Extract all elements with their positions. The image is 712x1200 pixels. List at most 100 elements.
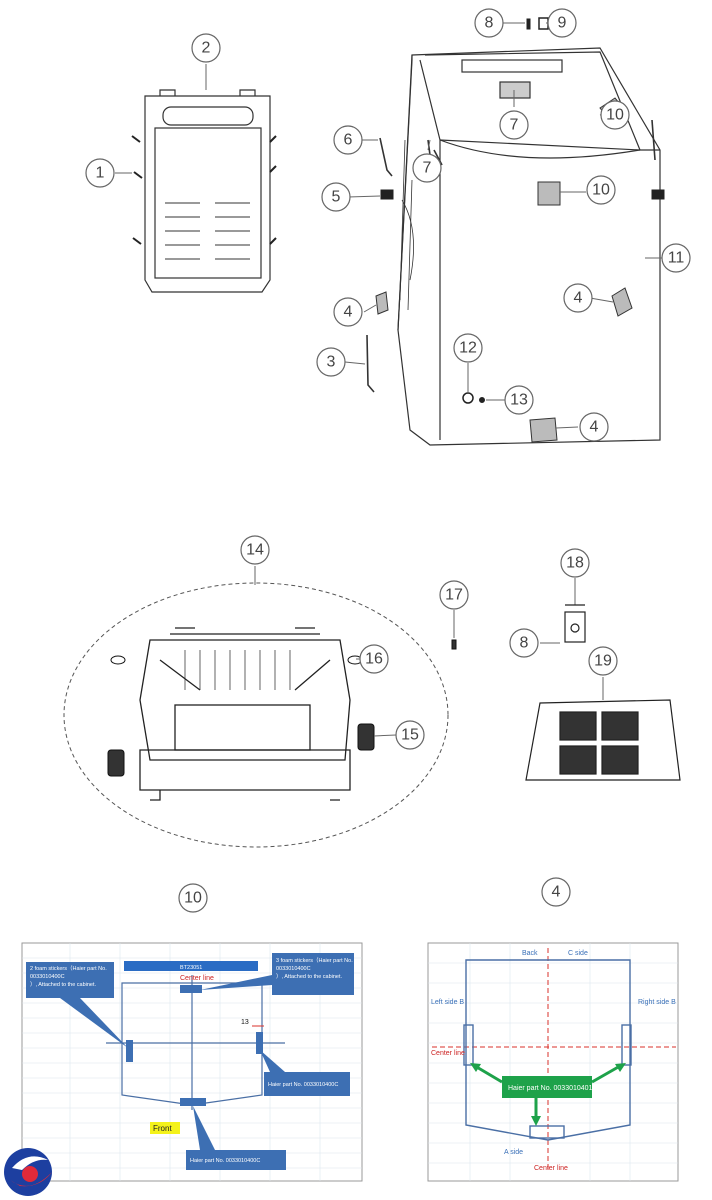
screw-icons <box>131 135 277 245</box>
detail-right <box>427 942 679 1182</box>
callout-number: 4 <box>552 884 561 901</box>
detail-left-text: 2 foam stickers（Haier part No. 003301040… <box>30 957 353 1164</box>
c-side-label: C side <box>568 950 588 957</box>
callout-number: 4 <box>574 290 583 307</box>
callout-c9: 9 <box>547 8 577 38</box>
callout-circle <box>191 33 221 63</box>
a-side-label: A side <box>504 1149 523 1156</box>
callout-circle <box>178 883 208 913</box>
callout-c10b: 10 <box>586 175 616 205</box>
callout-c7b: 7 <box>412 153 442 183</box>
callout-c18: 18 <box>560 548 590 578</box>
callout-c4c: 4 <box>579 412 609 442</box>
callout-number: 8 <box>520 635 529 652</box>
note-right: Haier part No. 0033010400C <box>268 1082 338 1088</box>
callout-number: 8 <box>485 15 494 32</box>
dimension-label: 13 <box>241 1019 249 1026</box>
callout-c12: 12 <box>453 333 483 363</box>
detail-right-text: Back C side Left side B Right side B Cen… <box>431 950 676 1172</box>
callout-number: 17 <box>445 587 463 604</box>
callout-circle <box>85 158 115 188</box>
cabinet <box>397 47 661 446</box>
callout-circle <box>600 100 630 130</box>
note-bottom: Haier part No. 0033010400C <box>190 1158 260 1164</box>
callout-circle <box>316 347 346 377</box>
right-side-label: Right side B <box>638 999 676 1006</box>
callout-circle <box>588 646 618 676</box>
callout-c16: 16 <box>359 644 389 674</box>
callout-c4a: 4 <box>333 297 363 327</box>
callout-circle <box>504 385 534 415</box>
callout-number: 15 <box>401 727 419 744</box>
callout-circle <box>333 125 363 155</box>
callout-c7a: 7 <box>499 110 529 140</box>
callout-circle <box>474 8 504 38</box>
callout-number: 11 <box>668 250 685 267</box>
callout-circle <box>560 548 590 578</box>
callout-number: 6 <box>344 132 353 149</box>
callout-c11: 11 <box>661 243 691 273</box>
callout-circle <box>586 175 616 205</box>
callout-c10a: 10 <box>600 100 630 130</box>
callout-c4d: 4 <box>541 877 571 907</box>
back-panel <box>144 89 271 293</box>
note-top-right-line3: ）, Attached to the cabinet. <box>276 973 343 980</box>
callout-number: 7 <box>423 160 432 177</box>
callout-c8b: 8 <box>509 628 539 658</box>
callout-circle <box>547 8 577 38</box>
detail-left <box>21 942 363 1182</box>
callout-c8a: 8 <box>474 8 504 38</box>
callout-circle <box>499 110 529 140</box>
callout-number: 3 <box>327 354 336 371</box>
note-top-left-line3: ）, Attached to the cabinet. <box>30 981 97 988</box>
note-top-left-line1: 2 foam stickers（Haier part No. <box>30 965 107 972</box>
center-line-label: Center line <box>180 975 214 982</box>
foam-pad-shapes <box>375 97 633 443</box>
header-text: BT23051 <box>180 965 202 971</box>
callout-number: 14 <box>246 542 264 559</box>
note-top-right-line2: 0033010400C <box>276 966 311 972</box>
callout-circle <box>395 720 425 750</box>
callout-number: 7 <box>510 117 519 134</box>
callout-c5: 5 <box>321 182 351 212</box>
leader-lines <box>115 22 662 429</box>
callout-number: 12 <box>459 340 477 357</box>
callout-c3: 3 <box>316 347 346 377</box>
part-label: Haier part No. 0033010401Z <box>508 1085 597 1092</box>
callout-circle <box>412 153 442 183</box>
callout-circle <box>240 535 270 565</box>
callout-c17: 17 <box>439 580 469 610</box>
callout-number: 4 <box>590 419 599 436</box>
center-line-v-label: Center line <box>534 1165 568 1172</box>
callout-c2: 2 <box>191 33 221 63</box>
center-line-h-label: Center line <box>431 1050 465 1057</box>
callout-number: 10 <box>592 182 610 199</box>
brand-logo-icon <box>4 1148 52 1196</box>
callout-c19: 19 <box>588 646 618 676</box>
note-top-right-line1: 3 foam stickers（Haier part No. <box>276 957 353 964</box>
callout-c14: 14 <box>240 535 270 565</box>
callout-circle <box>579 412 609 442</box>
callout-circle <box>321 182 351 212</box>
callout-c10c: 10 <box>178 883 208 913</box>
callout-number: 5 <box>332 189 341 206</box>
base-group-outline <box>63 582 449 848</box>
back-label: Back <box>522 950 538 957</box>
bracket-part <box>564 604 586 643</box>
bottom-plate <box>525 699 681 781</box>
callout-circle <box>661 243 691 273</box>
front-label: Front <box>153 1124 172 1133</box>
callout-number: 16 <box>365 651 383 668</box>
callout-number: 13 <box>510 392 528 409</box>
callout-c6: 6 <box>333 125 363 155</box>
callout-circle <box>541 877 571 907</box>
callout-c13: 13 <box>504 385 534 415</box>
callout-number: 2 <box>202 40 211 57</box>
note-top-left-line2: 0033010400C <box>30 974 65 980</box>
callout-number: 4 <box>344 304 353 321</box>
callout-number: 19 <box>594 653 612 670</box>
callout-circle <box>509 628 539 658</box>
callout-c1: 1 <box>85 158 115 188</box>
